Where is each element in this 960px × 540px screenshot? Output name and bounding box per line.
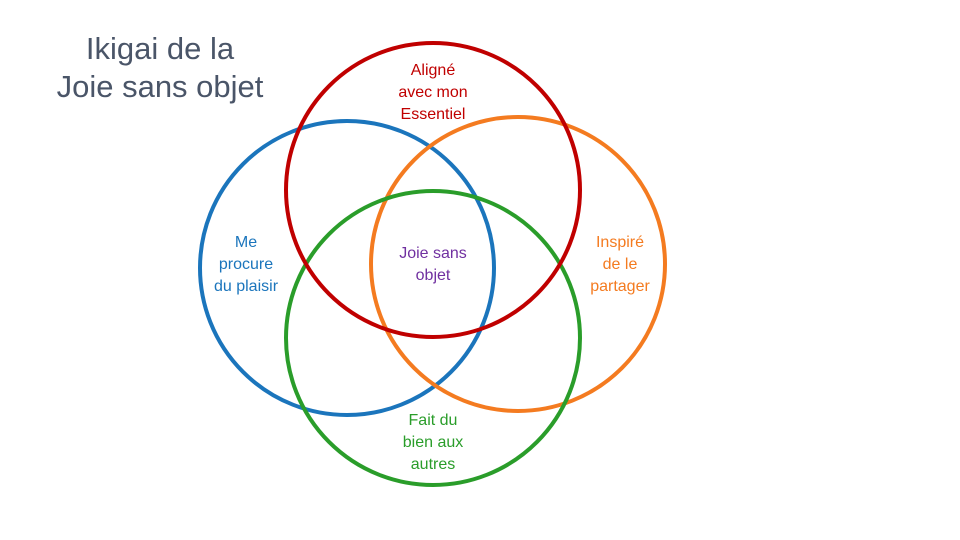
label-essentiel: Aligné avec mon Essentiel [398, 62, 468, 123]
circle-partager [369, 115, 667, 413]
circle-plaisir [198, 119, 496, 417]
title-line-2: Joie sans objet [56, 69, 264, 104]
label-center: Joie sans objet [399, 245, 467, 284]
label-partager: Inspiré de le partager [590, 234, 650, 295]
circle-essentiel [284, 41, 582, 339]
label-autres: Fait du bien aux autres [402, 412, 464, 473]
label-plaisir: Me procure du plaisir [213, 234, 279, 295]
slide-title: Ikigai de la Joie sans objet [30, 30, 290, 106]
title-line-1: Ikigai de la [85, 31, 235, 66]
circle-autres [284, 189, 582, 487]
